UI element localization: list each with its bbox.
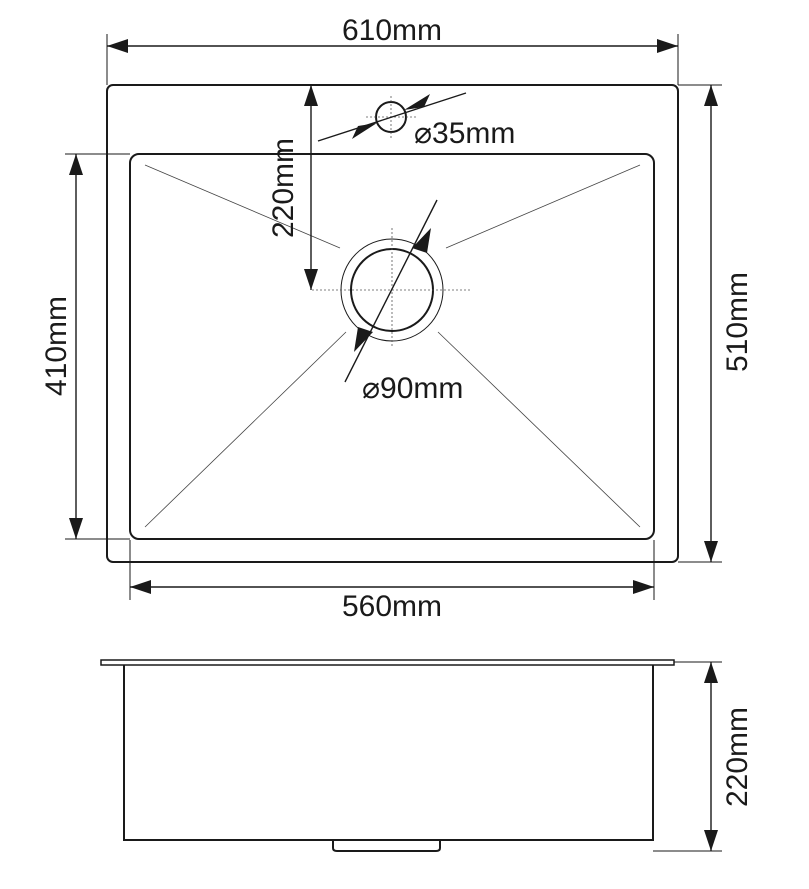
bowl-depth-label: 410mm bbox=[40, 296, 73, 396]
drain-diameter-label: ⌀90mm bbox=[362, 372, 463, 405]
drain-offset-label: 220mm bbox=[267, 138, 300, 238]
bowl-fold-lines bbox=[144, 164, 641, 528]
bowl-width-dimension bbox=[129, 540, 655, 600]
side-view: 220mm bbox=[100, 659, 754, 852]
side-rim-flange bbox=[100, 659, 675, 666]
overall-width-dimension bbox=[106, 34, 679, 85]
tap-hole-label: ⌀35mm bbox=[414, 117, 515, 150]
drain-offset-dimension bbox=[304, 85, 318, 290]
bowl-depth-dimension bbox=[65, 153, 130, 540]
overall-depth-label: 510mm bbox=[721, 272, 754, 372]
top-view: ⌀90mm ⌀35mm 610mm 560mm bbox=[40, 14, 754, 623]
overall-depth-dimension bbox=[678, 84, 722, 563]
side-height-dimension bbox=[653, 661, 722, 852]
bowl-width-label: 560mm bbox=[342, 590, 442, 623]
drain-diameter-dimension bbox=[344, 199, 438, 383]
tap-hole bbox=[317, 92, 467, 142]
overall-width-label: 610mm bbox=[342, 14, 442, 47]
sink-outer-rim bbox=[106, 84, 679, 563]
side-drain-stub bbox=[332, 840, 441, 852]
side-height-label: 220mm bbox=[721, 707, 754, 807]
side-bowl-body bbox=[123, 665, 654, 841]
sink-bowl bbox=[129, 153, 655, 540]
